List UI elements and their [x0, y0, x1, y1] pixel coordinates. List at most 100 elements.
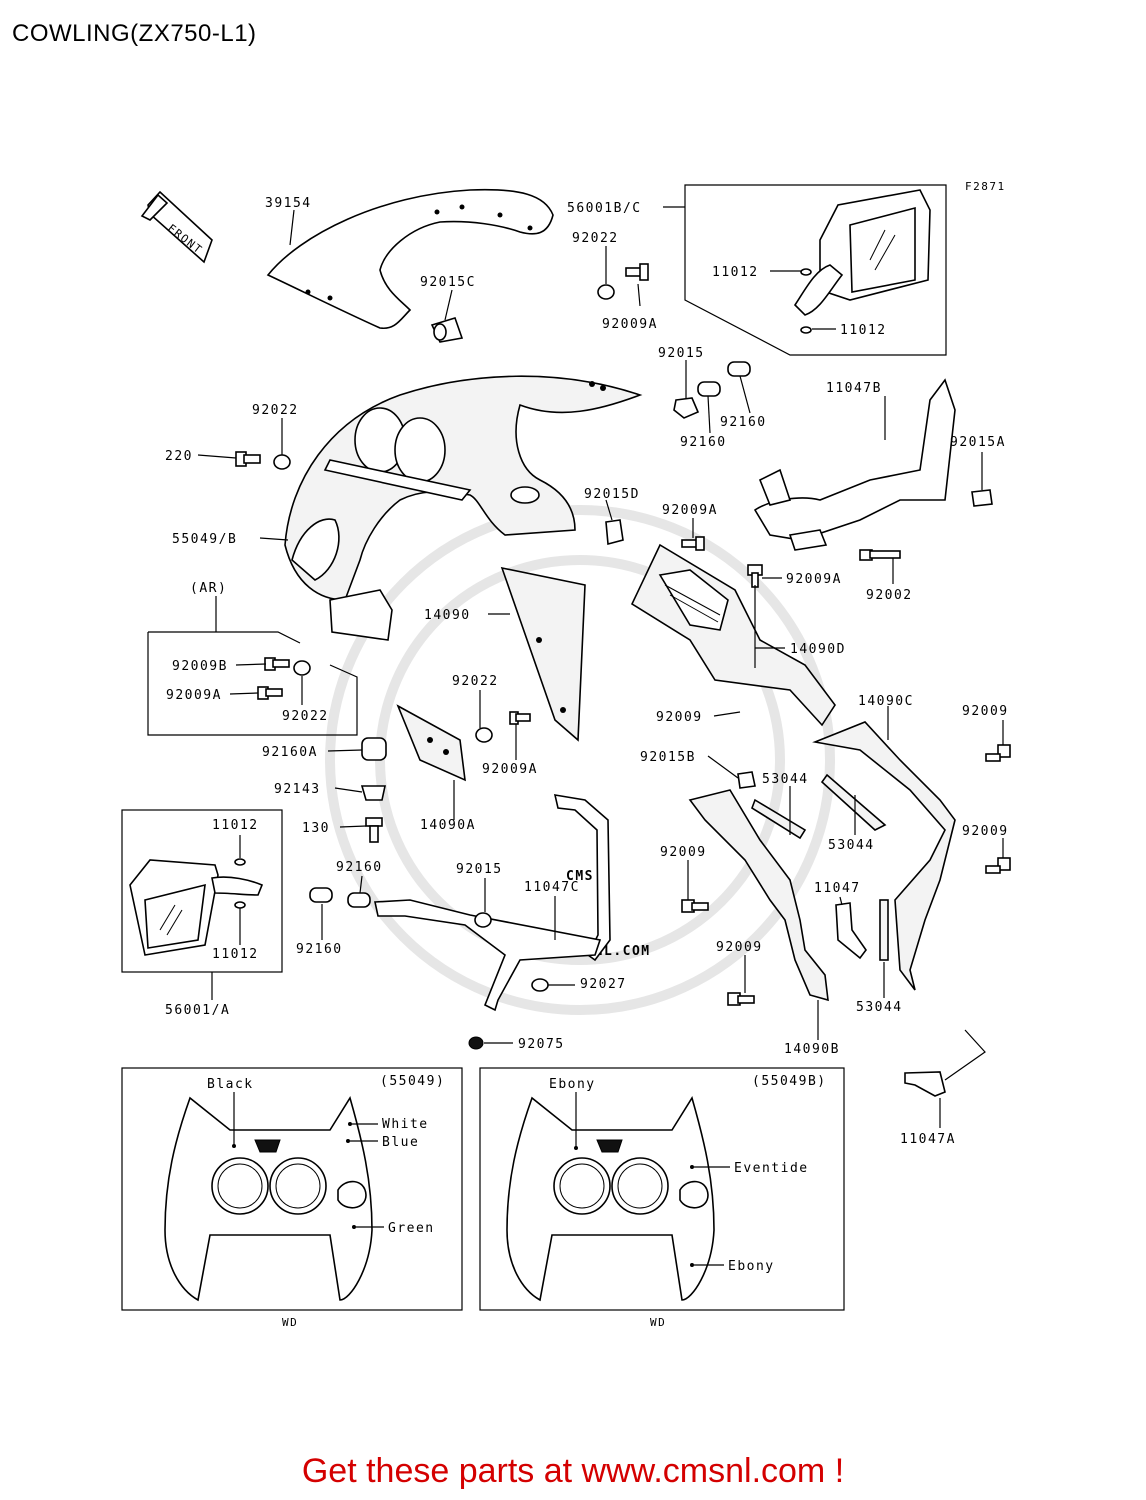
part-label-92002: 92002	[866, 588, 913, 603]
variant-cowl-left	[164, 1096, 373, 1302]
bolt-220	[235, 451, 261, 467]
part-label-130: 130	[302, 821, 330, 836]
part-label-55049b: 55049/B	[172, 532, 237, 547]
part-label-92015: 92015	[658, 346, 705, 361]
part-label-56001bc: 56001B/C	[567, 201, 642, 216]
leader-lines	[197, 206, 1004, 1128]
part-label-92160-d: 92160	[296, 942, 343, 957]
front-arrow-icon: FRONT	[140, 190, 213, 264]
part-label-11012-c: 11012	[212, 818, 259, 833]
part-label-92022-l: 92022	[282, 709, 329, 724]
strip-53044-c	[879, 899, 889, 961]
washer-92022-mid	[273, 454, 291, 470]
stay-11047c	[374, 794, 611, 1012]
ar-bracket-body	[147, 632, 358, 736]
bracket-11047	[835, 902, 867, 960]
cover-14090b	[688, 789, 829, 1002]
part-label-92009a-l: 92009A	[166, 688, 222, 703]
variant-left-color-white: White	[382, 1117, 429, 1132]
washer-92022-top	[597, 284, 615, 300]
washer-92027	[531, 978, 549, 992]
part-label-39154: 39154	[265, 196, 312, 211]
strip-53044-a	[820, 773, 887, 831]
part-label-92015-b: 92015	[456, 862, 503, 877]
part-label-92143: 92143	[274, 782, 321, 797]
part-label-92009-r2: 92009	[962, 824, 1009, 839]
variant-box-left	[121, 1067, 463, 1311]
nut-92015	[673, 397, 700, 419]
variant-right-color-ebony: Ebony	[549, 1077, 596, 1092]
mirror-box-left	[121, 809, 283, 973]
ar-bracket-top	[148, 631, 301, 644]
variant-left-color-black: Black	[207, 1077, 254, 1092]
part-label-92015c: 92015C	[420, 275, 476, 290]
part-label-11047a: 11047A	[900, 1132, 956, 1147]
grommet-92015c	[430, 317, 464, 343]
bolt-92009a-mid	[681, 536, 705, 551]
bolt-92009-e	[727, 992, 755, 1006]
part-label-11012-d: 11012	[212, 947, 259, 962]
bracket-11047a	[904, 1071, 946, 1097]
cover-14090a	[396, 704, 466, 782]
bolt-92009a-c	[509, 711, 531, 725]
part-label-92022-c: 92022	[452, 674, 499, 689]
part-label-ar: (AR)	[190, 581, 227, 596]
mirror-part	[793, 189, 931, 316]
part-label-92022-top: 92022	[572, 231, 619, 246]
part-label-92015d: 92015D	[584, 487, 640, 502]
part-label-14090c: 14090C	[858, 694, 914, 709]
part-label-92075: 92075	[518, 1037, 565, 1052]
leader-11047a	[944, 1029, 986, 1081]
part-label-92009a-r: 92009A	[786, 572, 842, 587]
bolt-92009b	[264, 657, 290, 671]
clip-92160-a	[697, 381, 721, 397]
clip-92015b	[737, 771, 756, 789]
variant-box-right	[479, 1067, 845, 1311]
part-label-92009-d: 92009	[660, 845, 707, 860]
part-label-92009a-mid: 92009A	[662, 503, 718, 518]
part-label-14090: 14090	[424, 608, 471, 623]
washer-92022-c	[475, 727, 493, 743]
variant-right-color-eventide: Eventide	[734, 1161, 809, 1176]
part-label-14090b: 14090B	[784, 1042, 840, 1057]
variant-right-footer: WD	[650, 1316, 666, 1329]
part-label-11047b: 11047B	[826, 381, 882, 396]
grommet-92160a	[361, 737, 387, 761]
part-label-11047c: 11047C	[524, 880, 580, 895]
bolt-130	[365, 817, 383, 843]
clip-92160-d	[347, 892, 371, 908]
part-label-92009-e: 92009	[716, 940, 763, 955]
part-label-92009b: 92009B	[172, 659, 228, 674]
part-label-11012-a: 11012	[712, 265, 759, 280]
part-label-53044-a: 53044	[762, 772, 809, 787]
bolt-92009a-top	[625, 263, 649, 281]
part-label-92027: 92027	[580, 977, 627, 992]
page-title: COWLING(ZX750-L1)	[12, 20, 257, 47]
part-label-53044-b: 53044	[828, 838, 875, 853]
footer-link[interactable]: Get these parts at www.cmsnl.com !	[301, 1452, 845, 1490]
clip-92160-c	[309, 887, 333, 903]
clip-92160-b	[727, 361, 751, 377]
part-label-92160-a: 92160	[680, 435, 727, 450]
bolt-92009a-left	[257, 686, 283, 700]
part-label-92160-c: 92160	[336, 860, 383, 875]
variant-right-color-ebony-2: Ebony	[728, 1259, 775, 1274]
mirror-box	[684, 184, 947, 356]
variant-left-footer: WD	[282, 1316, 298, 1329]
bolt-92002	[859, 549, 901, 561]
washer-92022-left	[293, 660, 311, 676]
variant-left-color-green: Green	[388, 1221, 435, 1236]
mirror-left-part	[129, 859, 264, 956]
part-label-56001a: 56001/A	[165, 1003, 230, 1018]
variant-left-code: (55049)	[380, 1074, 445, 1089]
strip-53044-b	[751, 798, 807, 840]
inner-cowl-part	[266, 188, 554, 330]
inner-panel-14090	[500, 566, 586, 742]
part-label-14090d: 14090D	[790, 642, 846, 657]
part-labels: 39154 92015C 56001B/C 92022 92009A 11012…	[165, 196, 1009, 1147]
variant-labels: (55049) Black White Blue Green WD (55049…	[207, 1074, 825, 1329]
collar-92143	[360, 785, 386, 801]
bolt-92009-d	[681, 899, 709, 913]
parts-diagram: CMS WWW.CMSNL.COM F2871 FRONT	[121, 180, 1011, 1329]
part-label-220: 220	[165, 449, 193, 464]
